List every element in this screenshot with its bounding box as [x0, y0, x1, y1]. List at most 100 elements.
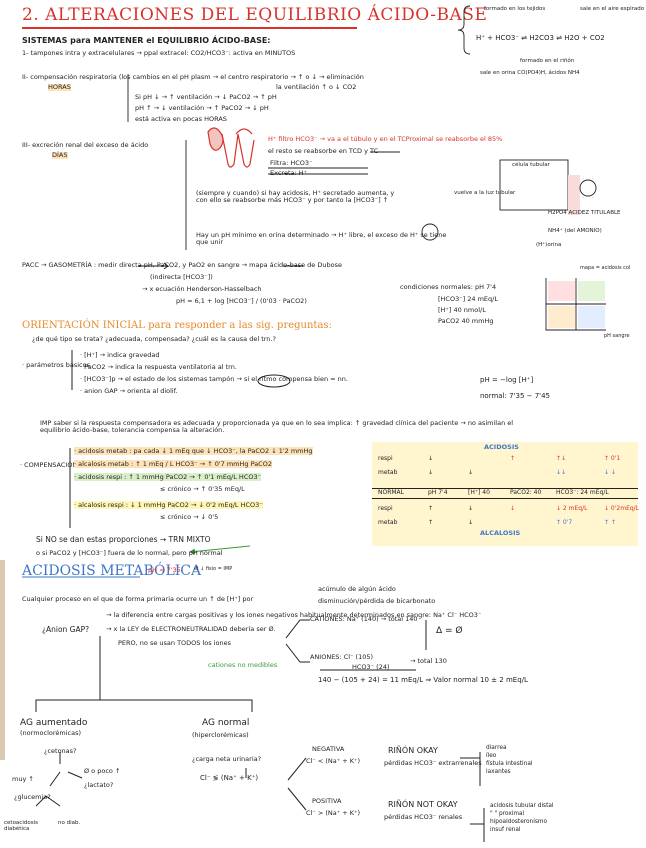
param-anion-gap: · anion GAP → orienta al diolif. [80, 387, 178, 395]
renal-excretes-h: Excreta: H⁺ [270, 169, 308, 177]
pacc-gasometria: PACC → GASOMETRÍA : medir directa pH, Pa… [22, 261, 342, 269]
map-ph-axis: pH sangre [604, 333, 630, 339]
q-lactate: ¿lactato? [84, 781, 114, 789]
normal-h: [H⁺] 40 nmol/L [438, 306, 486, 314]
extrarenal-cause-item: diarrea [486, 745, 507, 751]
gap-not-all-ions: PERO, no se usan TODOS los iones [118, 639, 232, 647]
comp-resp-acid-chronic: ≤ crónico → ↑ 0'35 mEq/L [160, 485, 245, 493]
gap-electroneutrality: → x la LEY de ELECTRONEUTRALIDAD debería… [106, 625, 276, 633]
q-glucose: ¿glucemia? [14, 793, 51, 801]
comp-resp-alk-chronic: ≤ crónico → ↓ 0'5 [160, 513, 219, 521]
table-cell: ↓ [468, 469, 474, 476]
pacc-henderson: → x ecuación Henderson-Hasselbach [142, 285, 262, 293]
table-cell: ↑ [428, 519, 434, 526]
positive-formula: Cl⁻ > (Na⁺ + K⁺) [306, 809, 360, 817]
param-h: · [H⁺] → indica gravedad [80, 351, 160, 359]
table-cell: ↓ [428, 455, 434, 462]
resp-ph-high: pH ↑ → ↓ ventilación → ↑ PaCO2 → ↓ pH [135, 104, 269, 112]
q-ketones: ¿cetonas? [44, 747, 77, 755]
anions-hco3: HCO3⁻ (24) [352, 663, 390, 671]
basic-params: · parámetros básicos [22, 361, 90, 369]
table-cell: ↓ [468, 519, 474, 526]
renal-days: DÍAS [52, 151, 68, 160]
anions-line: ANIONES: Cl⁻ (105) [310, 653, 374, 661]
systems-heading: SISTEMAS para MANTENER el EQUILIBRIO ÁCI… [22, 36, 271, 45]
anion-gap-question: ¿Anion GAP? [42, 625, 90, 634]
non-diabetic: no diab. [58, 820, 81, 826]
negative-formula: Cl⁻ < (Na⁺ + K⁺) [306, 757, 360, 765]
table-cell: ↑ [510, 455, 516, 462]
table-divider [372, 498, 638, 499]
pacc-indirect: (indirecta [HCO3⁻]) [150, 273, 213, 281]
normal-paco2: PaCO2 40 mmHg [438, 317, 494, 325]
resp-hours: HORAS [48, 83, 71, 92]
chloride-comparison: Cl⁻ ≶ (Na⁺ + K⁺) [200, 774, 259, 782]
page-title: 2. ALTERACIONES DEL EQUILIBRIO ÁCIDO-BAS… [22, 5, 488, 25]
renal-tubular-cell: célula tubular [512, 162, 550, 168]
equilibrium-equation: H⁺ + HCO3⁻ ⇌ H2CO3 ⇌ H2O + CO2 [476, 34, 605, 42]
extrarenal-causes-list: diarrea íleo fístula intestinal laxantes [486, 744, 533, 776]
param-hco3: · [HCO3⁻]p → el estado de los sistemas t… [80, 375, 348, 383]
note-formed-tissue: formado en los tejidos [484, 6, 546, 12]
table-divider [372, 488, 638, 489]
acidosis-definition: Cualquier proceso en el que de forma pri… [22, 595, 254, 603]
page-edge-strip [0, 560, 5, 760]
note-formed-kidney: formado en el riñón [520, 58, 575, 64]
gap-calculation: 140 − (105 + 24) = 11 mEq/L ⇒ Valor norm… [318, 676, 528, 684]
ag-hyperchloremic: (hiperclorémicas) [192, 731, 249, 739]
table-cell: ↑ [428, 505, 434, 512]
resp-active-hours: está activa en pocas HORAS [135, 115, 227, 123]
extrarenal-cause-item: fístula intestinal [486, 761, 533, 767]
comp-met-alkalosis: · alcalosis metab : ↑ 1 mEq / L HCO3⁻ → … [74, 460, 272, 468]
ph-definition: pH = −log [H⁺] [480, 376, 534, 384]
comp-resp-alkalosis: · alcalosis respi : ↓ 1 mmHg PaCO2 → ↓ 0… [74, 501, 263, 509]
table-alkalosis-title: ALCALOSIS [480, 529, 521, 537]
cations-line: CATIONES: Na⁺ (140) → total 140 [310, 615, 418, 623]
table-cell: ↓ 2 mEq/L [556, 505, 588, 512]
table-cell: pH 7'4 [428, 489, 448, 496]
kidney-not-okay: RIÑÓN NOT OKAY [388, 800, 458, 809]
table-cell: HCO3⁻: 24 mEq/L [556, 489, 609, 496]
renal-cause-item: hipoaldosteronismo [490, 819, 548, 825]
renal-min-ph: Hay un pH mínimo en orina determinado → … [196, 231, 447, 247]
resp-compensation: II- compensación respiratoria (los cambi… [22, 73, 364, 81]
renal-filters-hco3: Filtra: HCO3⁻ [270, 159, 313, 167]
table-cell: metab [378, 469, 398, 476]
extrarenal-cause-item: íleo [486, 753, 497, 759]
table-cell: ↑ 0'1 [604, 455, 621, 462]
mixed-disorder: Si NO se dan estas proporciones → TRN MI… [36, 535, 211, 544]
anions-total: → total 130 [410, 657, 447, 665]
table-cell: NORMAL [378, 489, 405, 496]
extrarenal-cause-item: laxantes [486, 769, 511, 775]
renal-acidosis-note: (siempre y cuando) si hay acidosis, H⁺ s… [196, 189, 395, 205]
renal-cause-item: insuf renal [490, 827, 521, 833]
diabetic-ketoacidosis: cetoacidosis diabética [4, 820, 38, 833]
orientation-questions: ¿de qué tipo se trata? ¿adecuada, compen… [32, 335, 276, 343]
q-urine-charge: ¿carga neta urinaria? [192, 755, 262, 763]
table-cell: respi [378, 455, 393, 462]
buffer-systems: 1- tampones intra y extracelulares → ppa… [22, 49, 296, 57]
acidosis-ph: pH < 7'35 [148, 566, 181, 574]
orientation-heading: ORIENTACIÓN INICIAL para responder a las… [22, 320, 332, 331]
compensation-label: · COMPENSACIÓN [20, 461, 78, 469]
map-label: mapa = acidosis col [580, 265, 631, 271]
table-cell: ↓ [510, 505, 516, 512]
non-measured-cations: cationes no medibles [208, 661, 278, 669]
table-cell: ↓ [468, 505, 474, 512]
table-cell: ↑ 0'7 [556, 519, 573, 526]
renal-rest: el resto se reabsorbe en TCD y TC [268, 147, 379, 155]
very-high: muy ↑ [12, 775, 34, 783]
cause-acid-accumulation: acúmulo de algún ácido [318, 585, 396, 593]
table-cell: ↓ ↓ [604, 469, 616, 476]
resp-ventilation: la ventilación ↑ o ↓ CO2 [276, 83, 357, 91]
kidney-not-okay-sub: pérdidas HCO3⁻ renales [384, 813, 463, 821]
acidosis-ph-note: el ↓ fisio = IMP [194, 566, 233, 572]
table-cell: metab [378, 519, 398, 526]
table-cell: ↓ 0'2mEq/L [604, 505, 640, 512]
table-cell: respi [378, 505, 393, 512]
positive-charge: POSITIVA [312, 797, 342, 805]
imp-note: IMP saber si la respuesta compensadora e… [40, 419, 514, 435]
renal-urine-h: (H⁺)orina [536, 242, 562, 248]
